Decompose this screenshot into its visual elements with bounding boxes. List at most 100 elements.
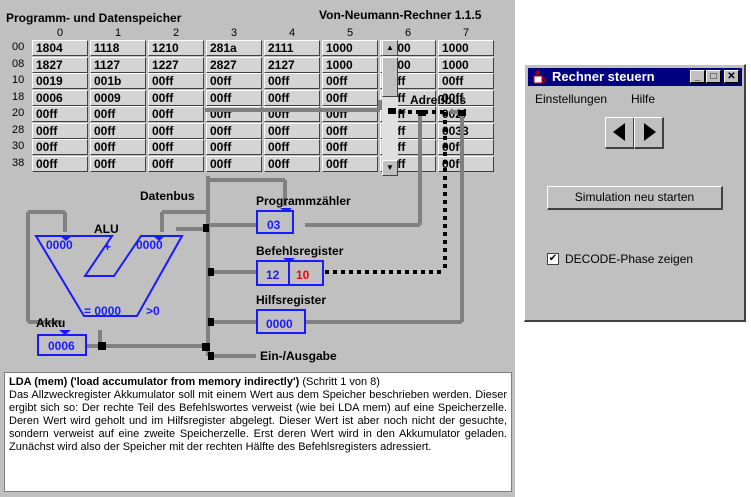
memory-cell[interactable]: 1804 [32,40,88,56]
scroll-up-icon[interactable]: ▲ [382,40,398,56]
control-titlebar[interactable]: Rechner steuern _ □ ✕ [528,68,742,86]
hr-register: 0000 [256,309,306,334]
memory-cell[interactable]: 00ff [90,139,146,155]
memory-cell[interactable]: 00ff [322,156,378,172]
column-header: 1 [114,27,122,39]
description-text: Das Allzweckregister Akkumulator soll mi… [9,389,507,453]
description-panel: LDA (mem) ('load accumulator from memory… [4,372,512,492]
memory-cell[interactable]: 00ff [148,123,204,139]
arrow-right-icon [643,123,656,141]
decode-checkbox[interactable]: ✔ [547,253,559,265]
akku-label: Akku [36,316,66,330]
memory-cell[interactable]: 00ff [32,156,88,172]
alu-left-operand: 0000 [46,238,73,252]
memory-cell[interactable]: 00ff [322,73,378,89]
step-back-button[interactable] [605,117,635,149]
memory-cell[interactable]: 00ff [206,73,262,89]
memory-cell[interactable]: 00ff [264,123,320,139]
memory-cell[interactable]: 281a [206,40,262,56]
restart-simulation-button[interactable]: Simulation neu starten [547,186,723,210]
memory-cell[interactable]: 00ff [322,139,378,155]
row-address: 28 [12,124,25,136]
bus-diagram [26,100,466,360]
memory-cell[interactable]: 1000 [322,40,378,56]
memory-cell[interactable]: 00ff [438,139,494,155]
alu-result: = 0000 [84,304,122,318]
akku-value: 0006 [48,339,75,353]
memory-cell[interactable]: 0019 [32,73,88,89]
memory-cell[interactable]: 0006 [32,90,88,106]
memory-cell[interactable]: 1827 [32,57,88,73]
memory-cell[interactable]: 00ff [90,123,146,139]
memory-cell[interactable]: 1000 [438,57,494,73]
column-header: 0 [56,27,64,39]
memory-cell[interactable]: 1227 [148,57,204,73]
column-header: 7 [462,27,470,39]
control-window: Rechner steuern _ □ ✕ Einstellungen Hilf… [524,64,746,322]
memory-cell[interactable]: 00ff [264,73,320,89]
description-heading: LDA (mem) ('load accumulator from memory… [9,376,300,388]
memory-cell[interactable]: 001b [90,73,146,89]
row-address: 18 [12,91,25,103]
memory-cell[interactable]: 00ff [90,106,146,122]
column-header: 2 [172,27,180,39]
memory-cell[interactable]: 00ff [264,90,320,106]
row-address: 00 [12,41,25,53]
memory-cell[interactable]: 1000 [322,57,378,73]
ir-right-value: 10 [296,268,310,282]
decode-label: DECODE-Phase zeigen [565,252,694,266]
memory-cell[interactable]: 1000 [438,40,494,56]
java-cup-icon [531,69,547,85]
memory-cell[interactable]: 00ff [32,106,88,122]
memory-cell[interactable]: 1118 [90,40,146,56]
memory-cell[interactable]: 00ff [264,156,320,172]
memory-cell[interactable]: 00ff [438,73,494,89]
memory-cell[interactable]: 00ff [32,139,88,155]
hr-value: 0000 [266,317,293,331]
memory-cell[interactable]: 0009 [90,90,146,106]
memory-cell[interactable]: 00ff [264,139,320,155]
memory-cell[interactable]: 1127 [90,57,146,73]
datenbus-label: Datenbus [140,189,195,203]
scroll-down-icon[interactable]: ▼ [382,160,398,176]
maximize-icon[interactable]: □ [706,70,721,83]
io-label: Ein-/Ausgabe [260,349,337,363]
memory-cell[interactable]: 00ff [148,156,204,172]
memory-cell[interactable]: 2111 [264,40,320,56]
memory-cell[interactable]: 00ff [148,139,204,155]
step-forward-button[interactable] [634,117,664,149]
memory-cell[interactable]: 1210 [148,40,204,56]
hr-label: Hilfsregister [256,293,327,307]
scroll-thumb[interactable] [382,57,398,97]
memory-title: Programm- und Datenspeicher [6,11,182,25]
memory-cell[interactable]: 00ff [206,139,262,155]
ir-register: 12 10 [256,260,324,286]
memory-cell[interactable]: 00ff [322,123,378,139]
menu-einstellungen[interactable]: Einstellungen [535,92,608,106]
memory-cell[interactable]: 00ff [206,90,262,106]
row-address: 30 [12,140,25,152]
memory-cell[interactable]: 00ff [32,123,88,139]
memory-cell[interactable]: 00ff [438,156,494,172]
pc-label: Programmzähler [256,194,351,208]
memory-cell[interactable]: 00ff [206,123,262,139]
simulator-window: Programm- und Datenspeicher Von-Neumann-… [0,0,515,497]
memory-cell[interactable]: 2127 [264,57,320,73]
memory-cell[interactable]: 00ff [438,90,494,106]
memory-cell[interactable]: 00ff [148,106,204,122]
column-header: 4 [288,27,296,39]
column-header: 6 [404,27,412,39]
alu-label: ALU [94,222,119,236]
control-title: Rechner steuern [552,69,655,84]
memory-cell[interactable]: 00ff [148,73,204,89]
menu-hilfe[interactable]: Hilfe [631,92,656,106]
memory-cell[interactable]: 2827 [206,57,262,73]
alu-flag: >0 [146,304,160,318]
memory-cell[interactable]: 00ff [322,90,378,106]
minimize-icon[interactable]: _ [690,70,705,83]
ir-left-value: 12 [266,268,280,282]
memory-cell[interactable]: 00ff [148,90,204,106]
close-icon[interactable]: ✕ [724,70,739,83]
memory-cell[interactable]: 00ff [206,156,262,172]
memory-cell[interactable]: 00ff [90,156,146,172]
